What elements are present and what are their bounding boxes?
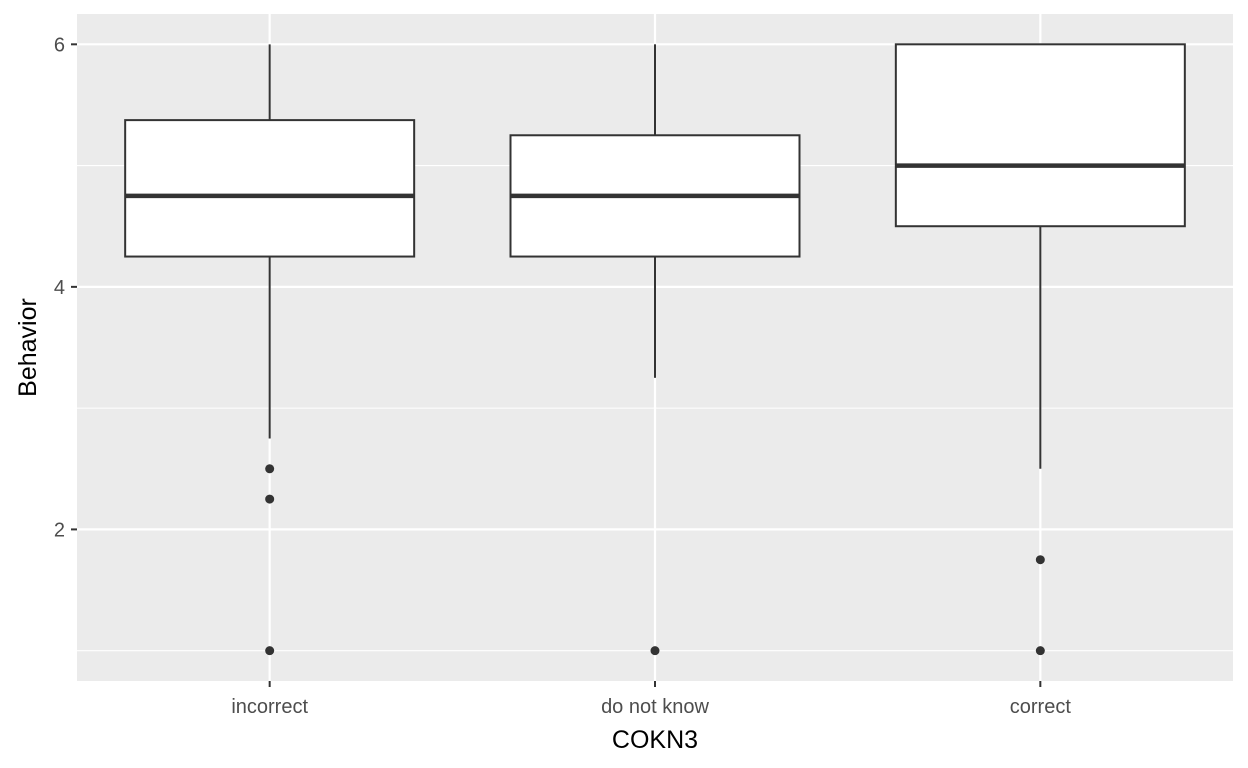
y-tick-label: 2: [54, 519, 65, 541]
outlier-point: [265, 646, 275, 656]
y-axis: 2 4 6: [54, 34, 77, 541]
outlier-point: [650, 646, 660, 656]
outlier-point: [1035, 555, 1045, 565]
y-tick-label: 6: [54, 34, 65, 56]
outlier-point: [1035, 646, 1045, 656]
x-axis: incorrect do not know correct: [231, 681, 1071, 718]
y-axis-title: Behavior: [14, 298, 42, 397]
box-correct: [894, 43, 1186, 656]
x-tick-label: do not know: [601, 696, 709, 718]
x-tick-label: correct: [1010, 696, 1072, 718]
box-layer: [124, 43, 1186, 656]
x-axis-title: COKN3: [612, 726, 698, 754]
box-incorrect: [124, 44, 416, 656]
x-tick-label: incorrect: [231, 696, 308, 718]
outlier-point: [265, 464, 275, 474]
box-do-not-know: [509, 44, 801, 656]
y-tick-label: 4: [54, 277, 65, 299]
iqr-box: [124, 119, 416, 258]
iqr-box: [894, 43, 1186, 228]
outlier-point: [265, 494, 275, 504]
